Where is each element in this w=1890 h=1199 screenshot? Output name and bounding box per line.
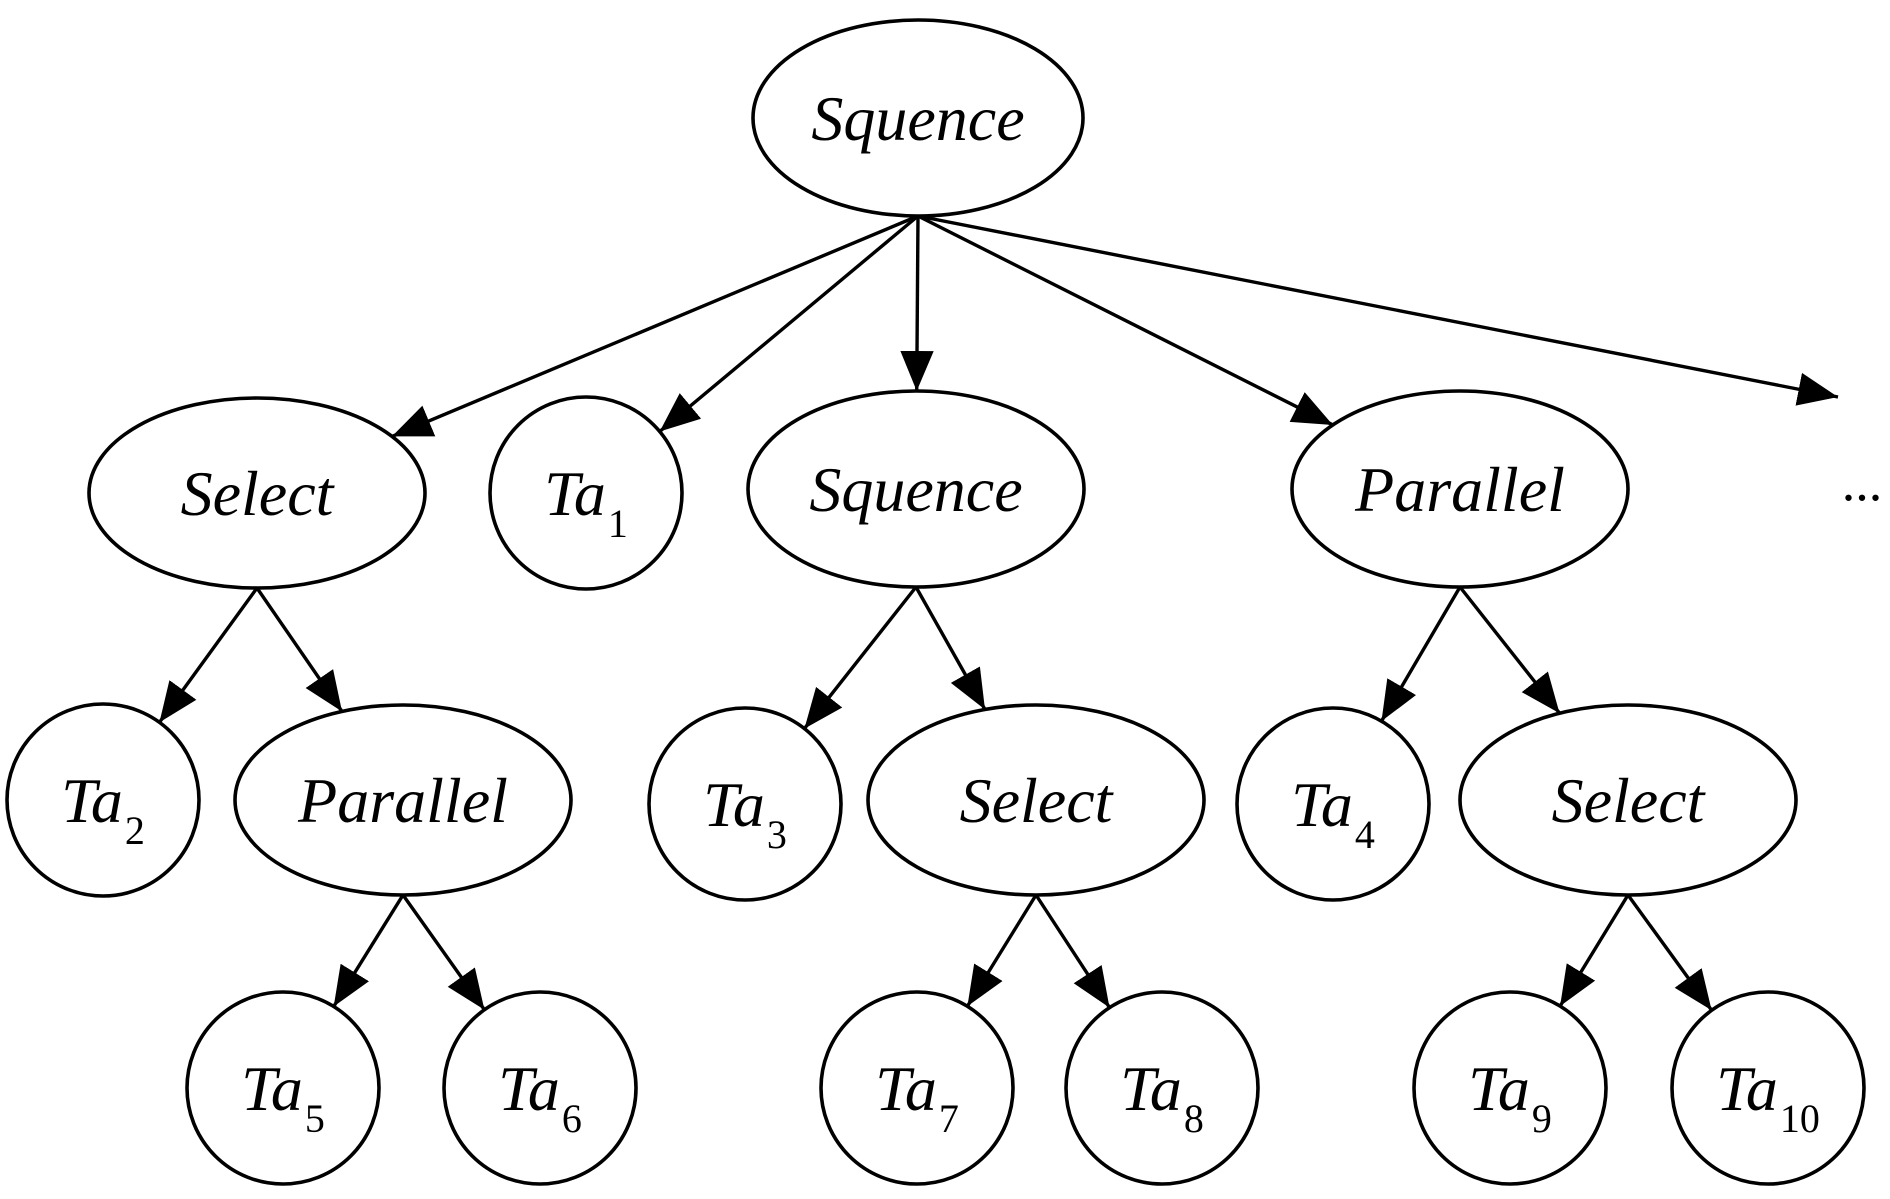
- node-sel2: Select: [866, 703, 1206, 897]
- node-ta9: Ta9: [1412, 990, 1608, 1186]
- node-shape-sel1: [87, 396, 427, 590]
- node-root: Squence: [751, 18, 1085, 218]
- node-label-ta1: Ta1: [544, 458, 628, 546]
- node-ta6: Ta6: [442, 990, 638, 1186]
- node-ta5: Ta5: [185, 990, 381, 1186]
- node-ta7: Ta7: [819, 990, 1015, 1186]
- node-shape-ta8: [1064, 990, 1260, 1186]
- node-shape-ta6: [442, 990, 638, 1186]
- edge-par1-to-sel3: [1458, 585, 1561, 715]
- edge-par1-to-ta4: [1380, 586, 1462, 723]
- edge-root-to-par1: [917, 214, 1334, 427]
- node-subscript-ta3: 3: [767, 812, 787, 857]
- node-label-sel3: Select: [1552, 765, 1707, 836]
- edge-sel3-to-ta10: [1626, 894, 1714, 1012]
- node-ta4: Ta4: [1235, 706, 1431, 902]
- node-ta10: Ta10: [1670, 990, 1866, 1186]
- node-subscript-ta2: 2: [125, 808, 145, 853]
- node-shape-sel3: [1458, 703, 1798, 897]
- node-label-ta9: Ta9: [1468, 1053, 1552, 1141]
- node-shape-par2: [233, 703, 573, 897]
- edge-sel3-to-ta9: [1558, 894, 1630, 1007]
- edge-seq2-to-ta3: [803, 585, 918, 730]
- node-label-sel2: Select: [960, 765, 1115, 836]
- node-label-ta7: Ta7: [875, 1053, 959, 1141]
- node-label-ta6: Ta6: [498, 1053, 582, 1141]
- node-ta2: Ta2: [5, 702, 201, 898]
- node-subscript-ta9: 9: [1532, 1096, 1552, 1141]
- edge-root-to-seq2: [900, 215, 934, 392]
- node-shape-sel2: [866, 703, 1206, 897]
- edge-sel2-to-ta7: [965, 894, 1038, 1008]
- node-sel3: Select: [1458, 703, 1798, 897]
- node-subscript-ta5: 5: [305, 1096, 325, 1141]
- node-ta3: Ta3: [647, 706, 843, 902]
- node-shape-ta2: [5, 702, 201, 898]
- edge-par2-to-ta6: [401, 894, 486, 1011]
- node-shape-ta7: [819, 990, 1015, 1186]
- edge-sel1-to-ta2: [158, 587, 259, 724]
- node-subscript-ta4: 4: [1355, 812, 1375, 857]
- node-shape-ta4: [1235, 706, 1431, 902]
- node-shape-ta10: [1670, 990, 1866, 1186]
- node-shape-ta3: [647, 706, 843, 902]
- node-label-ta4: Ta4: [1291, 769, 1375, 857]
- node-label-ta10: Ta10: [1716, 1053, 1820, 1141]
- node-shape-ta9: [1412, 990, 1608, 1186]
- node-shape-root: [751, 18, 1085, 218]
- edge-root-to-sel1: [391, 214, 919, 439]
- edge-sel2-to-ta8: [1034, 894, 1111, 1009]
- node-shape-par1: [1290, 389, 1630, 589]
- node-shape-ta5: [185, 990, 381, 1186]
- node-par1: Parallel: [1290, 389, 1630, 589]
- edge-seq2-to-sel2: [914, 586, 987, 711]
- edge-root-to-more: [917, 214, 1839, 406]
- node-label-ta2: Ta2: [61, 765, 145, 853]
- node-par2: Parallel: [233, 703, 573, 897]
- node-ta8: Ta8: [1064, 990, 1260, 1186]
- node-label-root: Squence: [811, 83, 1024, 154]
- node-label-par2: Parallel: [297, 765, 508, 836]
- node-label-sel1: Select: [181, 458, 336, 529]
- edges: [158, 214, 1839, 1012]
- node-sel1: Select: [87, 396, 427, 590]
- edge-sel1-to-par2: [255, 587, 344, 713]
- node-label-ta5: Ta5: [241, 1053, 325, 1141]
- edge-root-to-ta1: [658, 214, 920, 433]
- node-shape-seq2: [746, 389, 1086, 589]
- continuation-ellipsis: ...: [1842, 452, 1883, 512]
- node-seq2: Squence: [746, 389, 1086, 589]
- node-subscript-ta7: 7: [939, 1096, 959, 1141]
- node-subscript-ta10: 10: [1780, 1096, 1820, 1141]
- node-label-par1: Parallel: [1354, 454, 1565, 525]
- node-ta1: Ta1: [488, 395, 684, 591]
- node-shape-ta1: [488, 395, 684, 591]
- node-label-ta8: Ta8: [1120, 1053, 1204, 1141]
- node-subscript-ta1: 1: [608, 501, 628, 546]
- node-label-seq2: Squence: [809, 454, 1022, 525]
- node-label-ta3: Ta3: [703, 769, 787, 857]
- node-subscript-ta8: 8: [1184, 1096, 1204, 1141]
- node-subscript-ta6: 6: [562, 1096, 582, 1141]
- edge-par2-to-ta5: [332, 894, 405, 1008]
